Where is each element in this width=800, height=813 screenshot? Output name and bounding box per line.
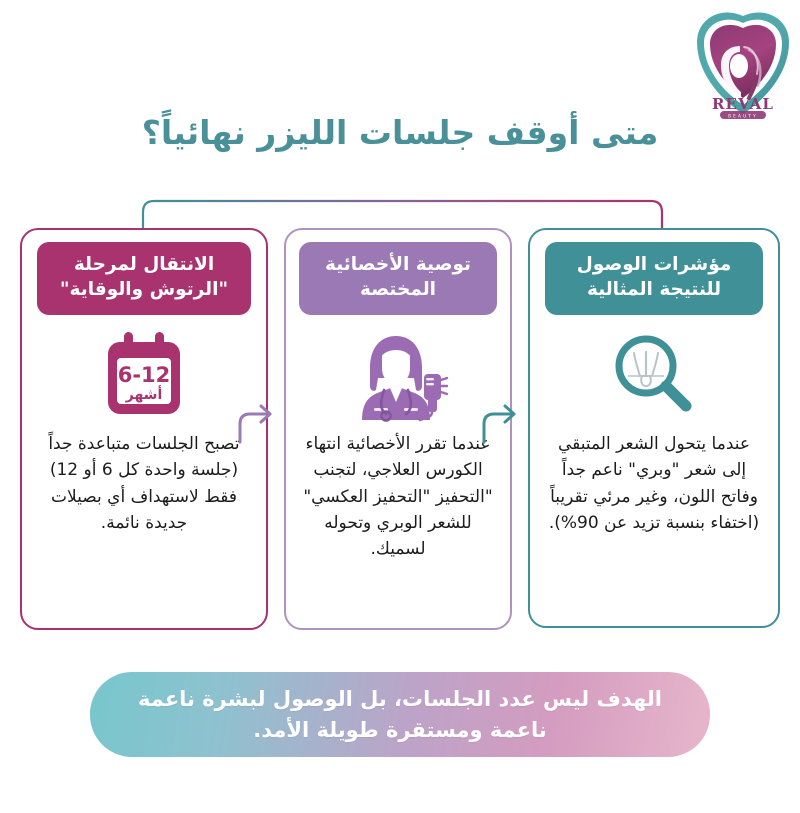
cards-row: مؤشرات الوصول للنتيجة المثالية عندما يتح… <box>0 228 800 640</box>
card-body-maintenance: تصبح الجلسات متباعدة جداً (جلسة واحدة كل… <box>48 433 240 533</box>
summary-banner: الهدف ليس عدد الجلسات، بل الوصول لبشرة ن… <box>90 672 710 757</box>
logo-wordmark: REVAL <box>712 95 774 113</box>
brand-logo: REVAL BEAUTY <box>694 8 792 123</box>
card-body-indicators: عندما يتحول الشعر المتبقي إلى شعر "وبري"… <box>548 433 760 533</box>
flow-arrow-1 <box>480 398 522 444</box>
logo-subtitle: BEAUTY <box>728 114 758 119</box>
card-specialist[interactable]: توصية الأخصائية المختصة <box>284 228 512 630</box>
calendar-icon: 6-12 أشهر <box>98 327 190 425</box>
card-heading-maintenance: الانتقال لمرحلة "الرتوش والوقاية" <box>36 242 252 315</box>
calendar-range-number: 6-12 <box>118 363 171 387</box>
card-indicators[interactable]: مؤشرات الوصول للنتيجة المثالية عندما يتح… <box>528 228 780 628</box>
flow-arrow-2 <box>236 398 278 444</box>
summary-banner-text: الهدف ليس عدد الجلسات، بل الوصول لبشرة ن… <box>138 687 662 742</box>
female-specialist-laser-icon <box>346 327 450 425</box>
card-heading-specialist: توصية الأخصائية المختصة <box>299 242 497 315</box>
card-body-specialist: عندما تقرر الأخصائية انتهاء الكورس العلا… <box>303 433 493 560</box>
page-title: متى أوقف جلسات الليزر نهائياً؟ <box>141 113 659 152</box>
card-maintenance[interactable]: الانتقال لمرحلة "الرتوش والوقاية" 6-12 أ… <box>20 228 268 630</box>
calendar-unit-label: أشهر <box>125 385 163 403</box>
card-heading-indicators: مؤشرات الوصول للنتيجة المثالية <box>544 242 764 315</box>
magnifier-hair-follicle-icon <box>606 327 702 425</box>
